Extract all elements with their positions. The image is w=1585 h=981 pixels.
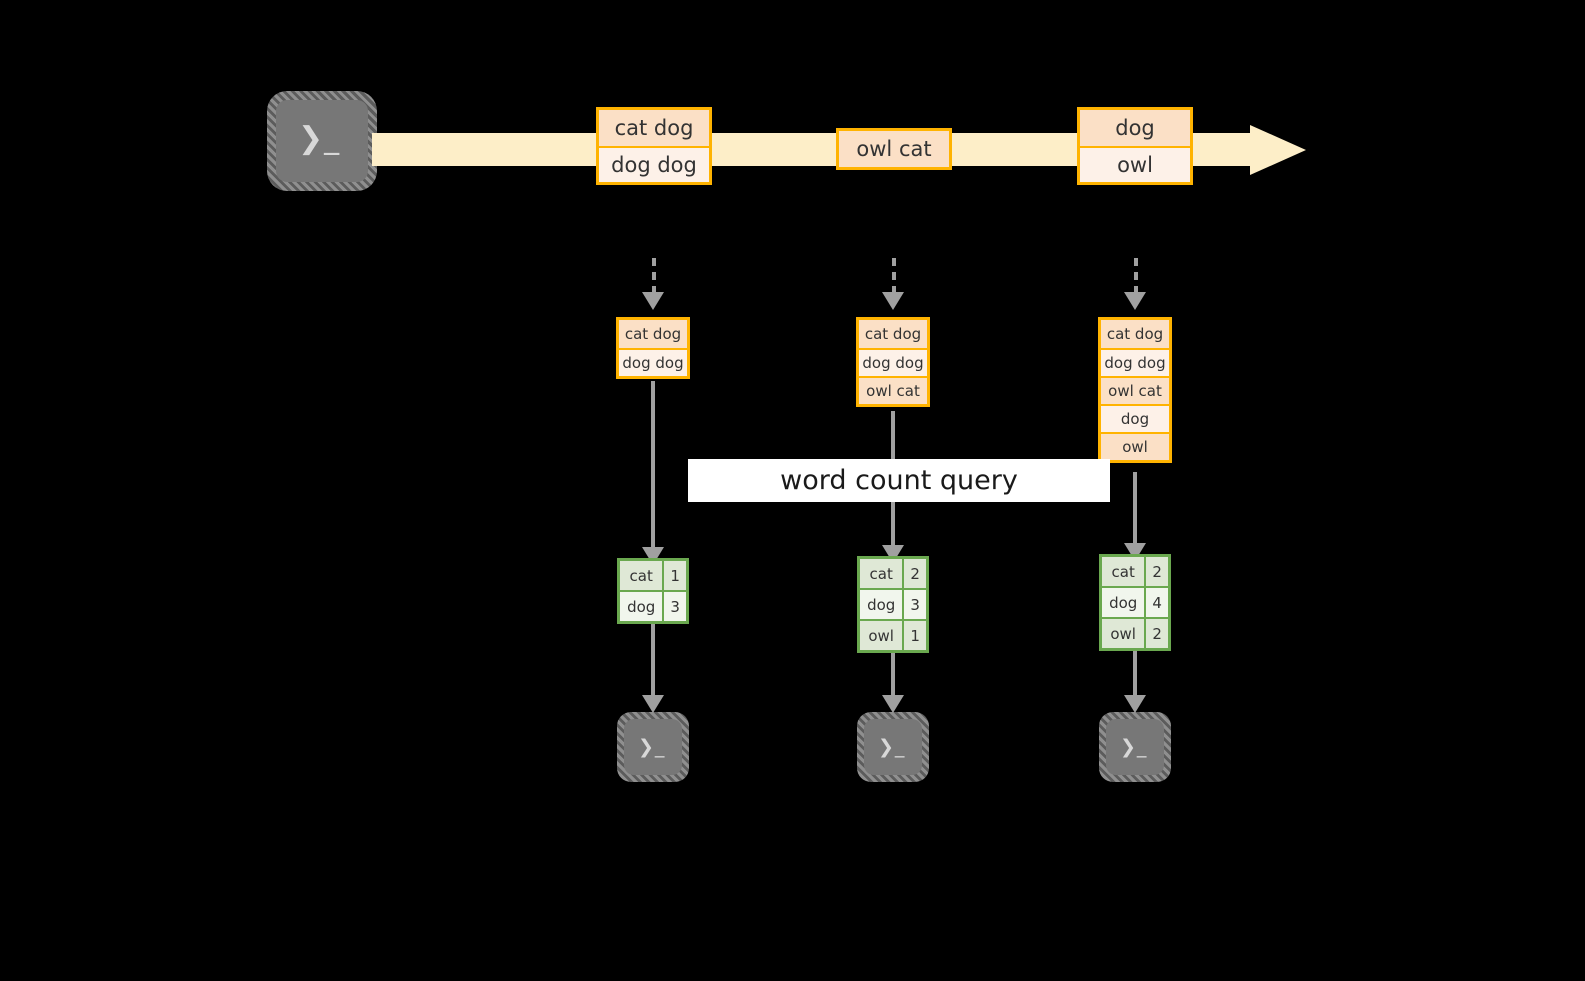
table-row: cat 2 — [1102, 557, 1168, 586]
result-table-1: cat 1 dog 3 — [617, 558, 689, 624]
stream-message-2: owl cat — [836, 128, 952, 170]
result-count: 3 — [902, 590, 926, 619]
snapshot-input-line: dog dog — [859, 348, 927, 376]
result-count: 1 — [902, 621, 926, 650]
result-word: dog — [860, 590, 903, 619]
sink-terminal-icon-3: ❯_ — [1099, 712, 1171, 782]
table-row: dog 3 — [620, 590, 686, 621]
snapshot-input-2: cat dog dog dog owl cat — [856, 317, 930, 407]
sink-flow-arrowhead-3 — [1124, 695, 1146, 713]
snapshot-input-line: dog dog — [619, 348, 687, 376]
source-terminal-icon: ❯_ — [267, 91, 377, 191]
snapshot-input-1: cat dog dog dog — [616, 317, 690, 379]
result-count: 2 — [1144, 619, 1168, 648]
sink-flow-line-2 — [891, 652, 895, 702]
query-banner: word count query — [688, 459, 1110, 502]
result-word: cat — [1102, 557, 1145, 586]
result-table-2: cat 2 dog 3 owl 1 — [857, 556, 929, 653]
stream-message-line: owl — [1080, 146, 1190, 182]
result-table-3: cat 2 dog 4 owl 2 — [1099, 554, 1171, 651]
query-flow-line-3 — [1133, 472, 1137, 556]
snapshot-input-line: owl cat — [859, 376, 927, 404]
terminal-screen: ❯_ — [624, 719, 682, 775]
sink-flow-line-3 — [1133, 650, 1137, 702]
result-count: 4 — [1144, 588, 1168, 617]
terminal-screen: ❯_ — [276, 100, 368, 182]
terminal-prompt-glyph: ❯_ — [298, 121, 341, 156]
snapshot-tap-arrowhead-2 — [882, 292, 904, 310]
terminal-prompt-glyph: ❯_ — [878, 736, 906, 758]
stream-arrow-head — [1250, 125, 1306, 175]
result-word: cat — [860, 559, 903, 588]
stream-message-1: cat dog dog dog — [596, 107, 712, 185]
table-row: dog 3 — [860, 588, 926, 619]
query-banner-label: word count query — [780, 465, 1018, 496]
snapshot-input-line: cat dog — [1101, 320, 1169, 348]
result-count: 3 — [662, 592, 686, 621]
result-word: owl — [860, 621, 903, 650]
table-row: cat 2 — [860, 559, 926, 588]
result-count: 2 — [1144, 557, 1168, 586]
snapshot-tap-line-1 — [652, 258, 656, 294]
snapshot-input-line: dog dog — [1101, 348, 1169, 376]
result-count: 2 — [902, 559, 926, 588]
terminal-screen: ❯_ — [864, 719, 922, 775]
snapshot-input-3: cat dog dog dog owl cat dog owl — [1098, 317, 1172, 463]
stream-message-line: cat dog — [599, 110, 709, 146]
snapshot-input-line: cat dog — [619, 320, 687, 348]
snapshot-tap-arrowhead-3 — [1124, 292, 1146, 310]
snapshot-input-line: owl cat — [1101, 376, 1169, 404]
terminal-prompt-glyph: ❯_ — [1120, 736, 1148, 758]
stream-message-line: owl cat — [839, 131, 949, 167]
table-row: cat 1 — [620, 561, 686, 590]
snapshot-input-line: owl — [1101, 432, 1169, 460]
snapshot-input-line: cat dog — [859, 320, 927, 348]
table-row: owl 1 — [860, 619, 926, 650]
snapshot-tap-line-2 — [892, 258, 896, 294]
result-word: dog — [1102, 588, 1145, 617]
terminal-prompt-glyph: ❯_ — [638, 736, 666, 758]
snapshot-input-line: dog — [1101, 404, 1169, 432]
stream-message-line: dog — [1080, 110, 1190, 146]
table-row: dog 4 — [1102, 586, 1168, 617]
sink-terminal-icon-2: ❯_ — [857, 712, 929, 782]
result-word: owl — [1102, 619, 1145, 648]
stream-message-3: dog owl — [1077, 107, 1193, 185]
snapshot-tap-line-3 — [1134, 258, 1138, 294]
result-count: 1 — [662, 561, 686, 590]
sink-flow-arrowhead-1 — [642, 695, 664, 713]
snapshot-tap-arrowhead-1 — [642, 292, 664, 310]
sink-terminal-icon-1: ❯_ — [617, 712, 689, 782]
stream-message-line: dog dog — [599, 146, 709, 182]
sink-flow-line-1 — [651, 624, 655, 702]
terminal-screen: ❯_ — [1106, 719, 1164, 775]
table-row: owl 2 — [1102, 617, 1168, 648]
sink-flow-arrowhead-2 — [882, 695, 904, 713]
result-word: cat — [620, 561, 663, 590]
result-word: dog — [620, 592, 663, 621]
query-flow-line-1 — [651, 381, 655, 556]
